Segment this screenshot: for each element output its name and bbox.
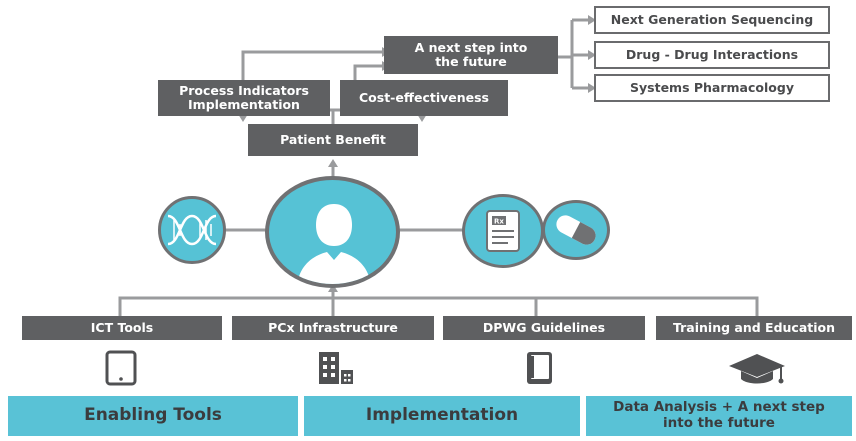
patient-benefit-box: Patient Benefit [248,124,418,156]
process-to-next-step-line [241,50,384,80]
arrowhead [588,50,596,60]
component-training-education: Training and Education [656,316,852,340]
arrowhead [328,159,338,167]
pill-icon [556,215,596,245]
dna-circle [158,196,226,264]
tablet-icon [105,350,137,386]
book-icon [527,352,552,384]
patient-silhouette-icon [297,204,371,284]
component-dpwg-guidelines: DPWG Guidelines [443,316,645,340]
cost-effectiveness-box: Cost-effectiveness [340,80,508,116]
prescription-circle: Rx [462,194,544,268]
future-branch-lines [558,18,590,90]
next-step-box: A next step into the future [384,36,558,74]
future-step-next-gen-sequencing: Next Generation Sequencing [594,6,830,34]
arrowhead [238,114,248,122]
components-to-patient-line [118,288,759,316]
future-step-drug-interactions: Drug - Drug Interactions [594,41,830,69]
arrowhead [328,284,338,292]
future-step-systems-pharmacology: Systems Pharmacology [594,74,830,102]
phase-enabling-tools: Enabling Tools [8,396,298,436]
process-indicators-box: Process Indicators Implementation [158,80,330,116]
pill-circle [542,200,610,260]
arrowhead [588,15,596,25]
dna-icon [167,214,217,246]
benefit-to-outcomes-line [241,108,424,124]
patient-circle [265,176,400,288]
graduation-cap-icon [729,354,785,384]
phase-implementation: Implementation [304,396,580,436]
cost-to-next-step-line [353,64,384,80]
arrowhead [417,114,427,122]
arrowhead [588,83,596,93]
phase-data-analysis: Data Analysis + A next step into the fut… [586,396,852,436]
component-pcx-infrastructure: PCx Infrastructure [232,316,434,340]
prescription-label: Rx [494,218,504,226]
building-icon [319,352,353,384]
component-ict-tools: ICT Tools [22,316,222,340]
prescription-icon: Rx [486,210,520,252]
